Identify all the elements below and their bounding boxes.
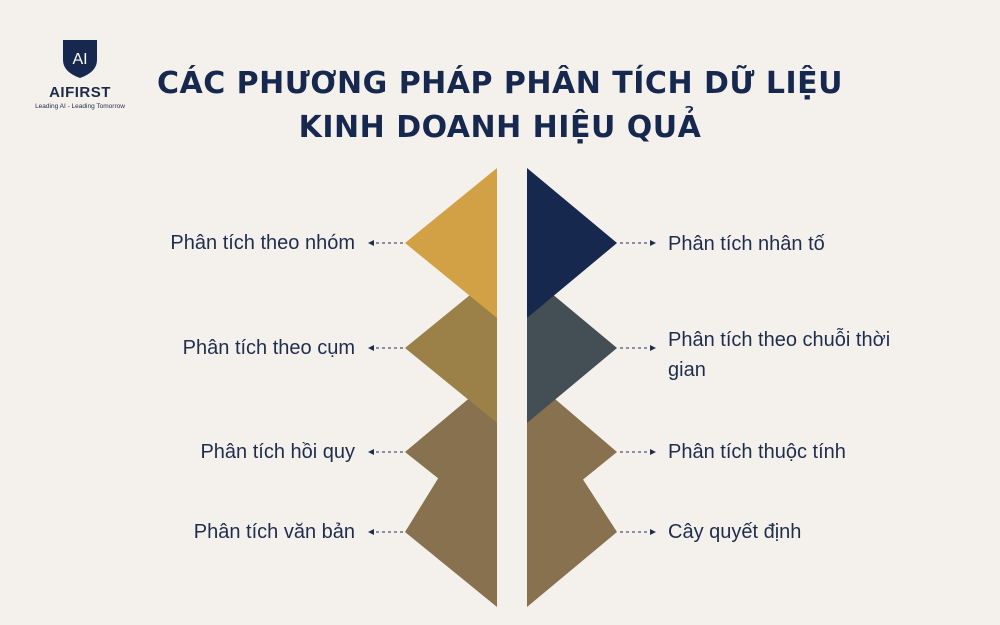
logo-name: AIFIRST (49, 84, 111, 101)
right-method-3: Phân tích thuộc tính (668, 441, 846, 463)
logo-mark: AI (72, 51, 87, 68)
shield-logo-icon: AI (63, 40, 97, 78)
left-method-3: Phân tích hồi quy (200, 441, 355, 463)
left-triangle-3 (405, 375, 497, 525)
left-method-1: Phân tích theo nhóm (170, 232, 355, 254)
logo-tagline: Leading AI - Leading Tomorrow (35, 103, 125, 110)
left-method-4: Phân tích văn bản (193, 521, 355, 543)
page-title: CÁC PHƯƠNG PHÁP PHÂN TÍCH DỮ LIỆU KINH D… (140, 62, 860, 150)
right-triangle-1 (527, 168, 617, 318)
left-method-2: Phân tích theo cụm (182, 337, 355, 359)
right-method-4: Cây quyết định (668, 521, 802, 543)
right-triangle-3 (527, 375, 617, 525)
aifirst-logo: AI AIFIRST Leading AI - Leading Tomorrow (30, 36, 130, 110)
right-method-2: Phân tích theo chuỗi thời gian (668, 329, 891, 381)
title-line-1: CÁC PHƯƠNG PHÁP PHÂN TÍCH DỮ LIỆU (156, 66, 844, 101)
title-line-2: KINH DOANH HIỆU QUẢ (298, 110, 702, 145)
left-triangle-2 (405, 273, 497, 423)
left-triangle-1 (405, 168, 497, 318)
right-method-1: Phân tích nhân tố (668, 233, 825, 255)
right-triangle-2 (527, 273, 617, 423)
